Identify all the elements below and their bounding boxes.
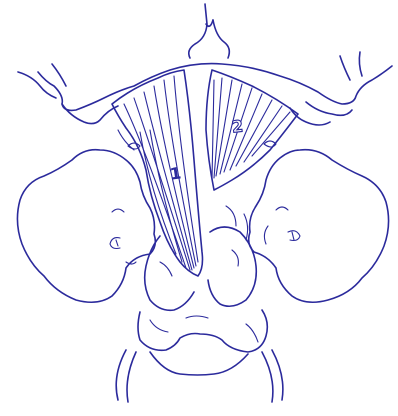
left-lobed-bone	[17, 130, 155, 302]
central-vertebrae	[116, 206, 283, 402]
muscle-2	[206, 70, 298, 190]
muscle-1	[112, 70, 203, 276]
top-vessels	[189, 4, 230, 58]
right-lobed-bone	[249, 150, 389, 303]
upper-bony-bar	[18, 52, 392, 125]
